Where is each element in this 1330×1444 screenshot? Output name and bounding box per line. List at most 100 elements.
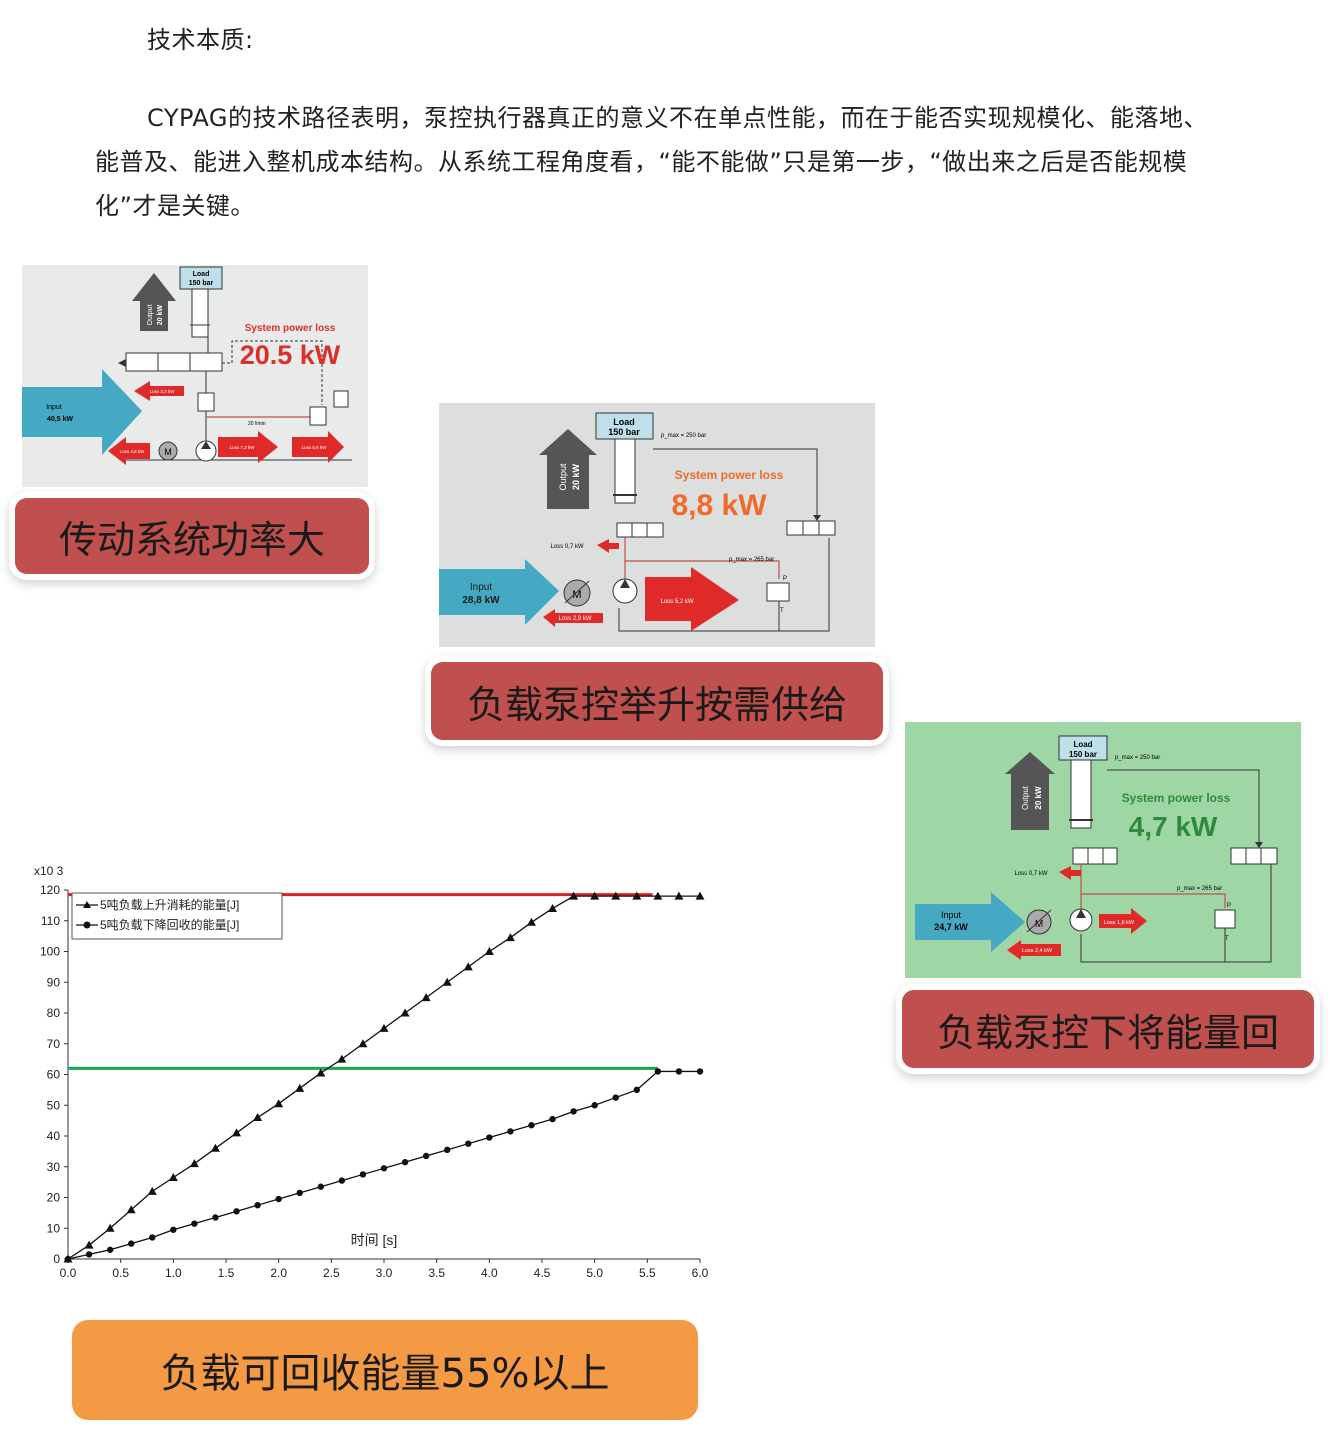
- motor-label: M: [164, 447, 172, 457]
- pmax-2: p_max = 265 bar: [1177, 886, 1222, 892]
- data-point: [147, 1186, 157, 1195]
- data-point: [570, 1108, 577, 1115]
- pmax-1: p_max = 250 bar: [661, 433, 706, 439]
- load-title: Load: [1073, 740, 1092, 749]
- input-label: Input: [46, 404, 62, 411]
- banner-recoverable-energy: 负载可回收能量55%以上: [72, 1320, 698, 1420]
- data-point: [189, 1159, 199, 1168]
- x-tick-label: 5.5: [639, 1266, 656, 1280]
- data-point: [64, 1255, 72, 1263]
- load-value: 150 bar: [189, 280, 214, 287]
- y-tick-label: 70: [47, 1037, 61, 1051]
- diagram-pump-lift: Load 150 bar p_max = 250 bar Output 20 k…: [439, 403, 875, 647]
- y-tick-label: 110: [41, 914, 60, 928]
- x-tick-label: 3.5: [428, 1266, 445, 1280]
- data-point: [569, 891, 579, 900]
- output-value: 20 kW: [571, 463, 581, 490]
- x-tick-label: 0.0: [60, 1266, 77, 1280]
- data-point: [484, 947, 494, 955]
- data-point: [253, 1113, 263, 1122]
- data-point: [612, 1094, 619, 1101]
- data-point: [674, 891, 684, 900]
- data-point: [465, 1140, 472, 1147]
- data-point: [358, 1039, 368, 1048]
- output-label: Output: [558, 463, 568, 491]
- data-point: [84, 1240, 94, 1249]
- y-tick-label: 0: [53, 1252, 60, 1266]
- data-point: [654, 1068, 662, 1075]
- data-point: [295, 1083, 305, 1092]
- data-point: [696, 1068, 704, 1075]
- data-point: [380, 1165, 388, 1172]
- input-value: 24,7 kW: [934, 922, 968, 932]
- data-point: [233, 1208, 240, 1215]
- loss-3: Loss 2,4 kW: [1022, 948, 1053, 954]
- data-point: [463, 962, 473, 971]
- output-label: Output: [147, 304, 154, 325]
- data-point: [275, 1195, 282, 1203]
- x-tick-label: 1.5: [218, 1266, 235, 1280]
- output-value: 20 kW: [1034, 786, 1043, 810]
- load-title: Load: [193, 271, 210, 278]
- input-label: Input: [941, 910, 962, 920]
- data-point: [274, 1099, 284, 1108]
- output-label: Output: [1021, 785, 1030, 810]
- data-point: [337, 1054, 347, 1063]
- y-tick-label: 90: [47, 975, 61, 989]
- x-tick-label: 2.5: [323, 1266, 340, 1280]
- data-point: [505, 933, 515, 942]
- load-value: 150 bar: [608, 427, 640, 437]
- data-point: [400, 1008, 410, 1017]
- diagram-pump-recovery: Load 150 bar p_max = 250 bar Output 20 k…: [905, 722, 1301, 978]
- data-point: [401, 1158, 409, 1166]
- data-point: [338, 1177, 346, 1184]
- port-t: T: [1225, 936, 1229, 942]
- data-point: [675, 1068, 683, 1075]
- data-point: [254, 1201, 261, 1209]
- heading-text: 技术本质:: [147, 26, 254, 54]
- data-point: [611, 891, 621, 900]
- data-point: [526, 917, 536, 926]
- data-point: [106, 1246, 114, 1253]
- data-point: [548, 903, 558, 912]
- data-point: [317, 1183, 324, 1190]
- data-point: [359, 1171, 367, 1178]
- data-point: [191, 1220, 198, 1227]
- data-point: [442, 977, 452, 986]
- body-paragraph: CYPAG的技术路径表明，泵控执行器真正的意义不在单点性能，而在于能否实现规模化…: [95, 104, 1209, 220]
- x-tick-label: 1.0: [165, 1266, 182, 1280]
- output-value: 20 kW: [157, 304, 164, 325]
- y-tick-label: 100: [40, 945, 60, 959]
- loss-title: System power loss: [1122, 791, 1231, 805]
- y-tick-label: 20: [47, 1191, 61, 1205]
- data-point: [212, 1214, 219, 1221]
- data-point: [653, 891, 663, 900]
- motor-label: M: [572, 589, 581, 601]
- loss-3: Loss 7,3 kW: [230, 445, 256, 450]
- loss-2: Loss 4,8 kW: [120, 449, 146, 454]
- x-tick-label: 0.5: [112, 1266, 129, 1280]
- x-tick-label: 4.0: [481, 1266, 498, 1280]
- loss-value: 8,8 kW: [671, 489, 767, 522]
- motor-label: M: [1035, 919, 1043, 930]
- data-point: [549, 1115, 556, 1123]
- loss-2: Loss 1,6 kW: [1104, 920, 1135, 926]
- data-point: [486, 1134, 493, 1141]
- loss-1: Loss 0,7 kW: [550, 544, 583, 550]
- data-point: [421, 993, 431, 1002]
- banner-energy-recovery: 负载泵控下将能量回: [902, 990, 1314, 1068]
- banner-on-demand: 负载泵控举升按需供给: [431, 662, 883, 740]
- data-point: [149, 1234, 156, 1241]
- loss-title: System power loss: [675, 468, 784, 482]
- y-tick-label: 60: [47, 1068, 61, 1082]
- input-value: 40,5 kW: [47, 416, 73, 423]
- y-tick-label: 30: [47, 1160, 61, 1174]
- loss-1: Loss 3,3 kW: [150, 389, 176, 394]
- x-tick-label: 5.0: [586, 1266, 603, 1280]
- data-point: [128, 1240, 135, 1247]
- banner-high-power: 传动系统功率大: [15, 498, 369, 574]
- data-point: [210, 1143, 220, 1152]
- data-point: [633, 1086, 640, 1094]
- data-point: [422, 1152, 430, 1160]
